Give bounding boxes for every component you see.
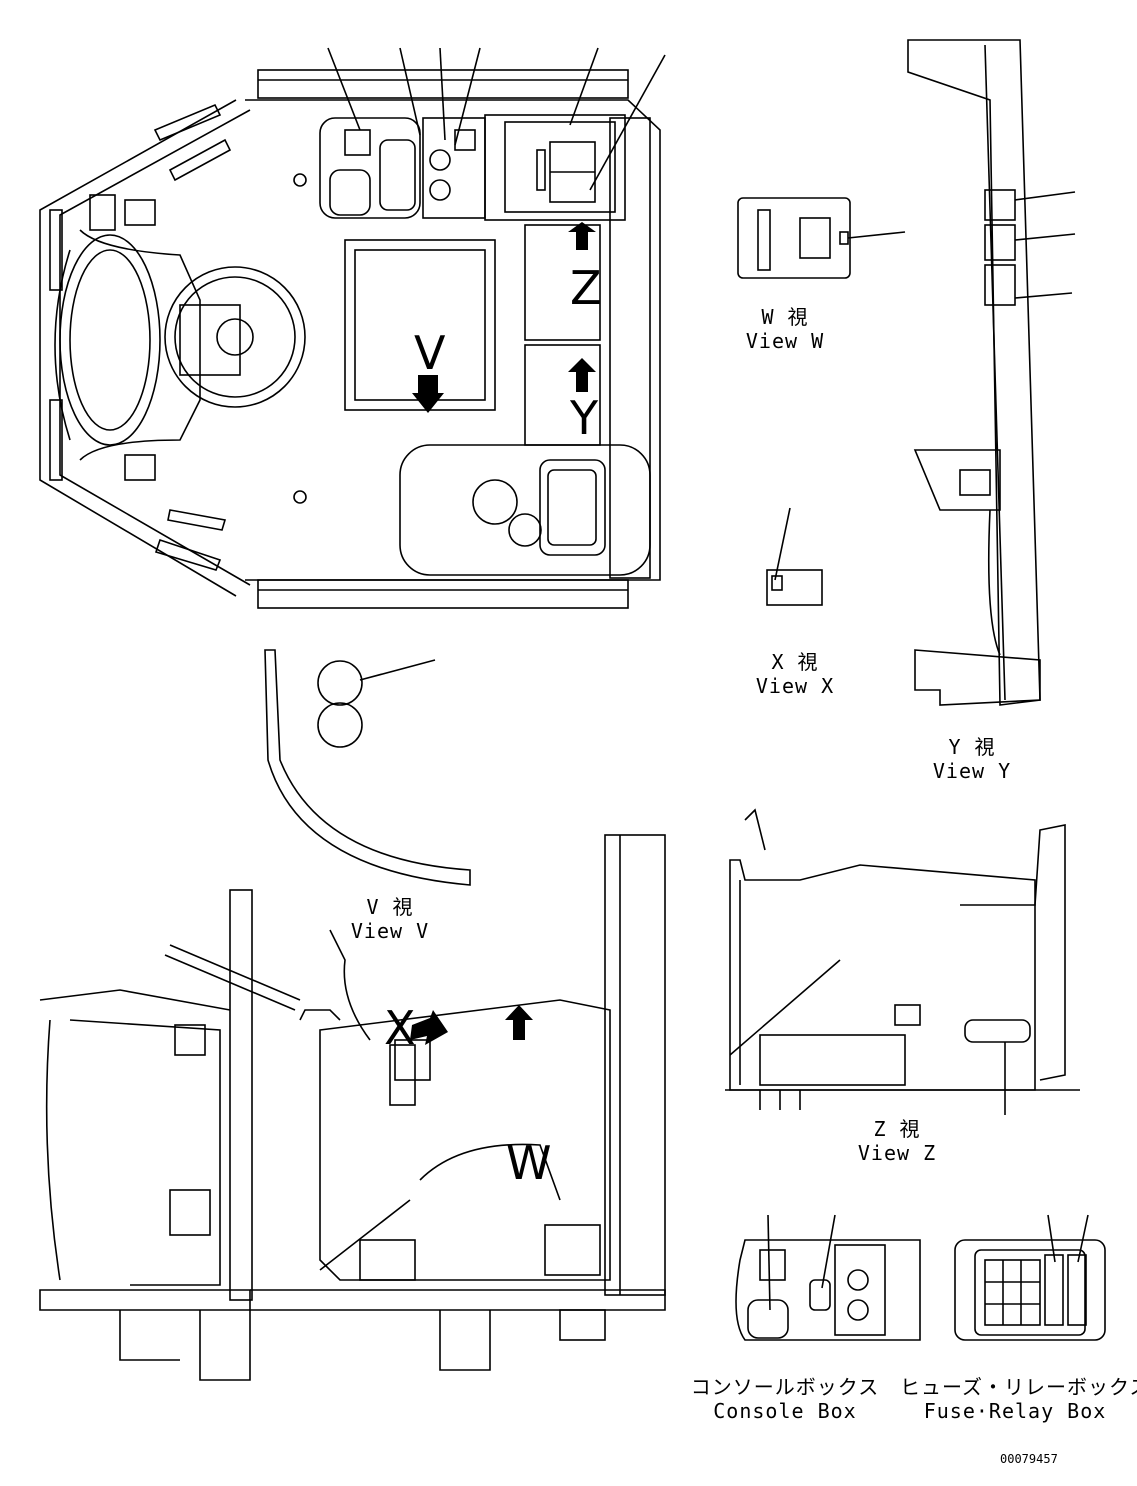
view-w-jp: W 視 [761, 305, 809, 329]
view-v-en: View V [350, 919, 430, 943]
arrow-w [505, 1005, 533, 1040]
view-x-drawing [766, 507, 823, 606]
console-box-drawing [735, 1214, 921, 1341]
view-y-caption: Y 視 View Y [922, 735, 1022, 783]
arrow-label-y: Y [570, 391, 599, 445]
arrow-label-w: W [506, 1136, 552, 1190]
fuse-relay-box-drawing [954, 1214, 1106, 1341]
arrow-label-z: Z [570, 261, 602, 315]
console-box-caption: コンソールボックス Console Box [690, 1375, 880, 1423]
fuse-relay-box-en: Fuse·Relay Box [923, 1399, 1107, 1423]
drawing-number: 00079457 [1000, 1452, 1058, 1466]
view-x-en: View X [755, 674, 835, 698]
leader-lines-top [327, 47, 666, 191]
fuse-relay-box-jp: ヒューズ・リレーボックス [900, 1375, 1137, 1399]
arrow-y [568, 358, 596, 392]
console-box-jp: コンソールボックス [690, 1375, 880, 1399]
arrow-z [568, 222, 596, 250]
arrow-label-v: V [414, 326, 446, 380]
view-z-drawing [725, 808, 1080, 1115]
view-y-jp: Y 視 [948, 735, 996, 759]
view-z-en: View Z [857, 1141, 937, 1165]
view-y-drawing [907, 39, 1076, 706]
view-v-drawing [264, 649, 471, 886]
view-x-jp: X 視 [771, 650, 819, 674]
view-z-caption: Z 視 View Z [847, 1117, 947, 1165]
view-w-en: View W [745, 329, 825, 353]
view-z-jp: Z 視 [873, 1117, 921, 1141]
view-y-en: View Y [932, 759, 1012, 783]
fuse-relay-box-caption: ヒューズ・リレーボックス Fuse·Relay Box [900, 1375, 1137, 1423]
arrow-v [412, 375, 444, 413]
view-w-caption: W 視 View W [735, 305, 835, 353]
view-w-drawing [737, 197, 906, 279]
cab-side-view [39, 834, 666, 1381]
view-v-caption: V 視 View V [340, 895, 440, 943]
view-v-jp: V 視 [366, 895, 414, 919]
view-arrows [410, 222, 596, 1045]
arrow-x [410, 1010, 448, 1045]
console-box-en: Console Box [713, 1399, 857, 1423]
view-x-caption: X 視 View X [745, 650, 845, 698]
cab-plan-view [39, 69, 661, 609]
arrow-label-x: X [384, 1001, 416, 1055]
